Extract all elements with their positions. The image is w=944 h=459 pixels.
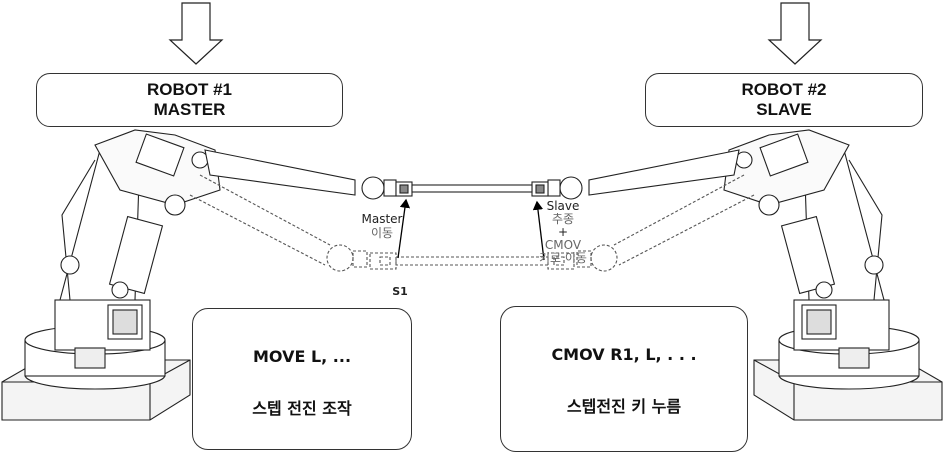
robot1-name: ROBOT #1 bbox=[146, 80, 233, 99]
slave-label-line1: Slave bbox=[546, 199, 580, 213]
down-arrow-left-icon bbox=[168, 2, 224, 65]
down-arrow-right-icon bbox=[767, 2, 823, 65]
master-label-line2: 이동 bbox=[370, 226, 394, 240]
workpiece-bar bbox=[411, 184, 533, 193]
master-label-line1: Master bbox=[361, 212, 403, 226]
slave-follow-label: Slave 추종 + CMOV 키로 이동 bbox=[528, 200, 598, 265]
slave-description: 스텝전진 키 누름 bbox=[566, 397, 682, 416]
robot1-title-box: ROBOT #1 MASTER bbox=[36, 73, 343, 127]
slave-label-line5: 키로 이동 bbox=[539, 251, 587, 265]
slave-label-line4: CMOV bbox=[544, 238, 582, 252]
workpiece-bar-moved bbox=[395, 256, 549, 266]
slave-command-box: CMOV R1, L, . . . 스텝전진 키 누름 bbox=[500, 306, 748, 452]
master-command: MOVE L, ... bbox=[252, 347, 352, 366]
robot2-name: ROBOT #2 bbox=[741, 80, 827, 99]
slave-label-line3: + bbox=[557, 225, 569, 239]
robot2-role: SLAVE bbox=[756, 100, 812, 119]
position-s1-label: S1 bbox=[392, 285, 408, 298]
master-move-arrow bbox=[397, 198, 411, 259]
master-robot-illustration bbox=[1, 129, 413, 421]
master-command-box: MOVE L, ... 스텝 전진 조작 bbox=[192, 308, 412, 450]
slave-command: CMOV R1, L, . . . bbox=[551, 345, 697, 364]
slave-label-line2: 추종 bbox=[551, 212, 575, 226]
slave-robot-illustration bbox=[531, 129, 943, 421]
robot1-role: MASTER bbox=[153, 100, 226, 119]
slave-follow-arrow bbox=[532, 200, 545, 261]
master-description: 스텝 전진 조작 bbox=[252, 399, 352, 418]
robot2-title-box: ROBOT #2 SLAVE bbox=[645, 73, 923, 127]
master-move-label: Master 이동 bbox=[352, 212, 412, 240]
